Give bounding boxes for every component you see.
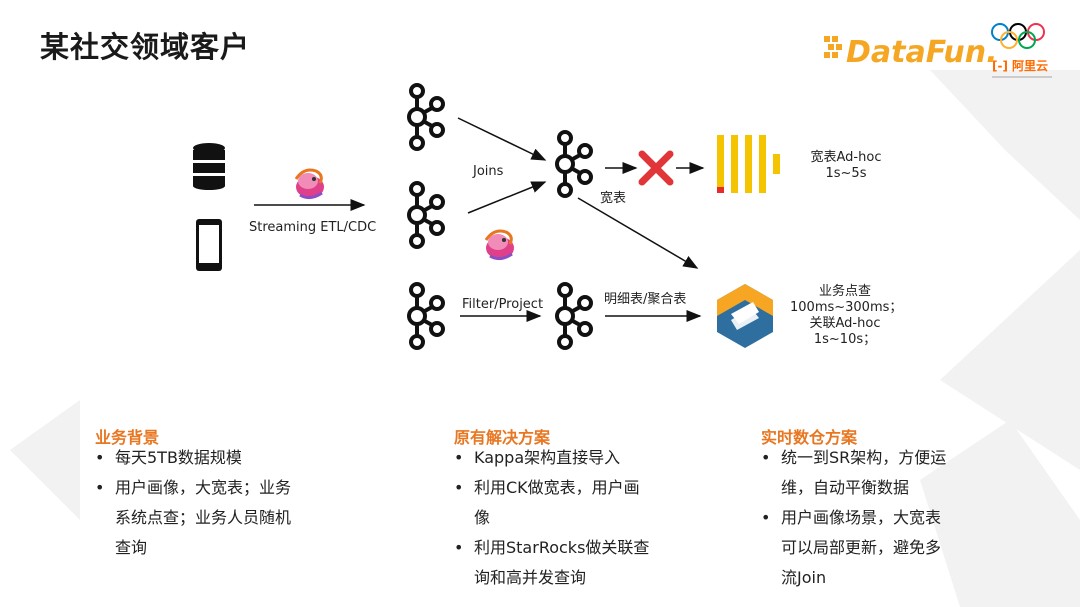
- aliyun-logo: [-] 阿里云: [992, 58, 1052, 78]
- bullet-item: 统一到SR架构，方便运 维，自动平衡数据: [761, 443, 991, 503]
- sr-caption-line: 业务点查: [818, 284, 871, 299]
- bullet-list: 每天5TB数据规模 用户画像，大宽表；业务 系统点查；业务人员随机 查询: [95, 443, 325, 563]
- bullet-line: 统一到SR架构，方便运 维，自动平衡数据: [781, 448, 947, 497]
- sr-caption-line: 关联Ad-hoc: [809, 316, 881, 331]
- datafun-brand: DataFun.: [846, 35, 997, 70]
- join-arrow-top: [457, 117, 547, 161]
- wide-table-label: 宽表: [600, 191, 627, 206]
- aliyun-text: 阿里云: [1012, 58, 1048, 73]
- sr-caption-line: 100ms~300ms；: [790, 300, 903, 315]
- sr-caption: 业务点查 100ms~300ms； 关联Ad-hoc 1s~10s；: [790, 284, 903, 348]
- ck-caption: 宽表Ad-hoc 1s~5s: [806, 150, 886, 182]
- database-icon: [193, 143, 225, 190]
- join-arrow-bottom: [467, 181, 547, 214]
- kafka-icon: [407, 181, 445, 249]
- diagram-panel: [170, 66, 912, 388]
- detail-agg-label: 明细表/聚合表: [604, 292, 687, 307]
- bullet-item: 每天5TB数据规模: [95, 443, 325, 473]
- phone-icon: [196, 219, 222, 271]
- datafun-mark-icon: [824, 36, 842, 58]
- bullet-list: Kappa架构直接导入 利用CK做宽表，用户画 像 利用StarRocks做关联…: [454, 443, 684, 593]
- flink-icon: [294, 168, 326, 200]
- bullet-line: 利用StarRocks做关联查 询和高并发查询: [474, 538, 650, 587]
- ck-caption-line: 宽表Ad-hoc: [810, 150, 882, 165]
- cross-icon: [638, 150, 674, 186]
- clickhouse-icon: [717, 135, 780, 193]
- flink-icon: [484, 229, 516, 261]
- joins-label: Joins: [473, 164, 504, 179]
- bullet-item: 用户画像，大宽表；业务 系统点查；业务人员随机 查询: [95, 473, 325, 563]
- page-title: 某社交领域客户: [40, 30, 251, 64]
- bullet-line: 用户画像，大宽表；业务 系统点查；业务人员随机 查询: [115, 478, 292, 557]
- svg-text:[-]: [-]: [992, 59, 1008, 73]
- bullet-item: Kappa架构直接导入: [454, 443, 684, 473]
- olympic-rings-icon: [991, 23, 1045, 49]
- bullet-item: 利用StarRocks做关联查 询和高并发查询: [454, 533, 684, 593]
- sr-caption-line: 1s~10s；: [813, 332, 877, 347]
- bullet-list: 统一到SR架构，方便运 维，自动平衡数据 用户画像场景，大宽表 可以局部更新，避…: [761, 443, 991, 593]
- etl-label: Streaming ETL/CDC: [249, 220, 377, 235]
- sr-join-arrow: [577, 197, 699, 269]
- kafka-icon: [407, 282, 445, 350]
- bullet-item: 用户画像场景，大宽表 可以局部更新，避免多 流Join: [761, 503, 991, 593]
- datafun-logo: DataFun. [-] 阿里云: [824, 23, 1052, 78]
- bullet-line: 用户画像场景，大宽表 可以局部更新，避免多 流Join: [781, 508, 942, 587]
- kafka-icon: [407, 83, 445, 151]
- starrocks-icon: [717, 284, 773, 348]
- bullet-item: 利用CK做宽表，用户画 像: [454, 473, 684, 533]
- kafka-icon: [555, 130, 593, 198]
- filter-project-label: Filter/Project: [462, 297, 544, 312]
- bullet-line: 利用CK做宽表，用户画 像: [474, 478, 640, 527]
- kafka-icon: [555, 282, 593, 350]
- ck-caption-line: 1s~5s: [825, 166, 867, 181]
